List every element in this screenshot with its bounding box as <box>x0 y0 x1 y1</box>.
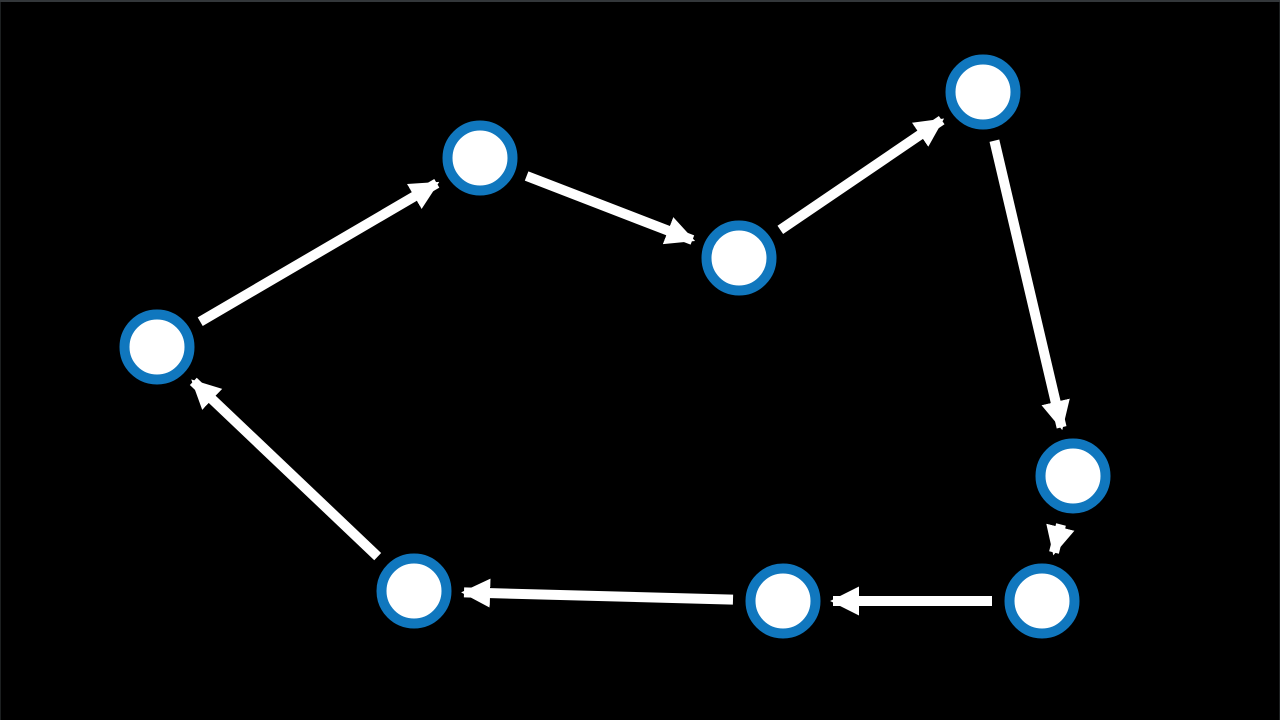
graph-edge-node-3-to-node-4 <box>777 115 945 235</box>
graph-edge-node-1-to-node-2 <box>197 178 440 327</box>
graph-node-6 <box>1004 563 1080 639</box>
graph-edge-node-2-to-node-3 <box>524 171 696 245</box>
graph-node-5 <box>1035 438 1111 514</box>
graph-edge-node-4-to-node-5 <box>989 139 1070 431</box>
graph-node-1 <box>119 309 195 385</box>
graph-edge-node-5-to-node-6 <box>1046 523 1075 556</box>
graph-node-4 <box>945 54 1021 130</box>
graph-node-2 <box>442 120 518 196</box>
graph-node-8 <box>376 553 452 629</box>
graph-node-3 <box>701 220 777 296</box>
graph-node-7 <box>745 563 821 639</box>
graph-edge-node-7-to-node-8 <box>461 578 734 608</box>
graph-edge-node-8-to-node-1 <box>189 377 382 561</box>
